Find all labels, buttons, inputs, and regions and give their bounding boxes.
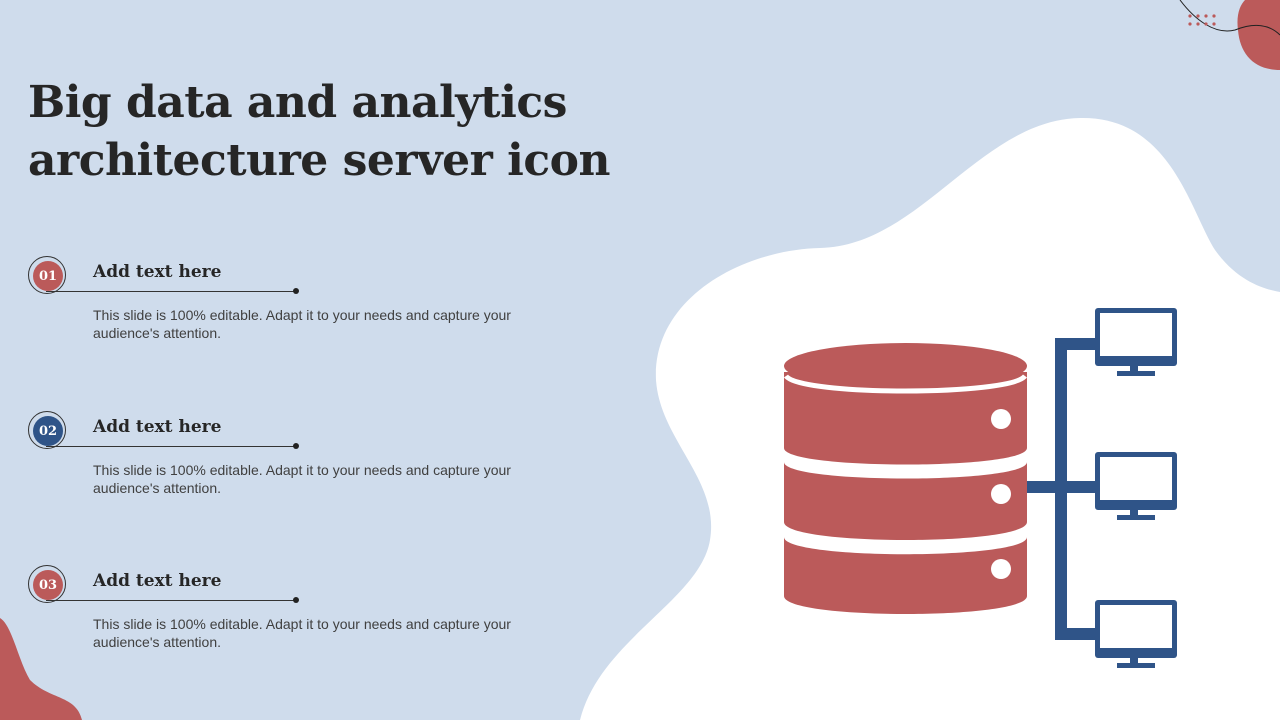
dot-grid: [1188, 14, 1216, 26]
divider-dot: [293, 443, 299, 449]
network-connector-icon: [1027, 338, 1099, 640]
badge-number: 01: [33, 261, 63, 291]
divider-line: [46, 446, 296, 447]
monitor-icon: [1095, 308, 1177, 376]
list-item: 02 Add text here This slide is 100% edit…: [28, 411, 548, 511]
divider-dot: [293, 288, 299, 294]
corner-blob-top-right: [1237, 0, 1280, 70]
item-heading: Add text here: [93, 417, 222, 437]
item-body: This slide is 100% editable. Adapt it to…: [93, 462, 511, 496]
squiggle-line: [1179, 0, 1280, 36]
database-top-rim: [783, 374, 1027, 394]
divider-line: [46, 600, 296, 601]
divider-dot: [293, 597, 299, 603]
item-body: This slide is 100% editable. Adapt it to…: [93, 616, 511, 650]
monitor-icon: [1095, 452, 1177, 520]
corner-blob-bottom-left: [0, 618, 82, 720]
item-body: This slide is 100% editable. Adapt it to…: [93, 307, 511, 341]
list-item: 01 Add text here This slide is 100% edit…: [28, 256, 548, 356]
database-server-icon: [784, 343, 1027, 614]
item-heading: Add text here: [93, 262, 222, 282]
number-badge: 02: [28, 411, 66, 449]
number-badge: 01: [28, 256, 66, 294]
badge-number: 02: [33, 416, 63, 446]
item-heading: Add text here: [93, 571, 222, 591]
monitor-icon: [1095, 600, 1177, 668]
number-badge: 03: [28, 565, 66, 603]
list-item: 03 Add text here This slide is 100% edit…: [28, 565, 548, 665]
badge-number: 03: [33, 570, 63, 600]
page-title: Big data and analytics architecture serv…: [28, 77, 610, 186]
divider-line: [46, 291, 296, 292]
